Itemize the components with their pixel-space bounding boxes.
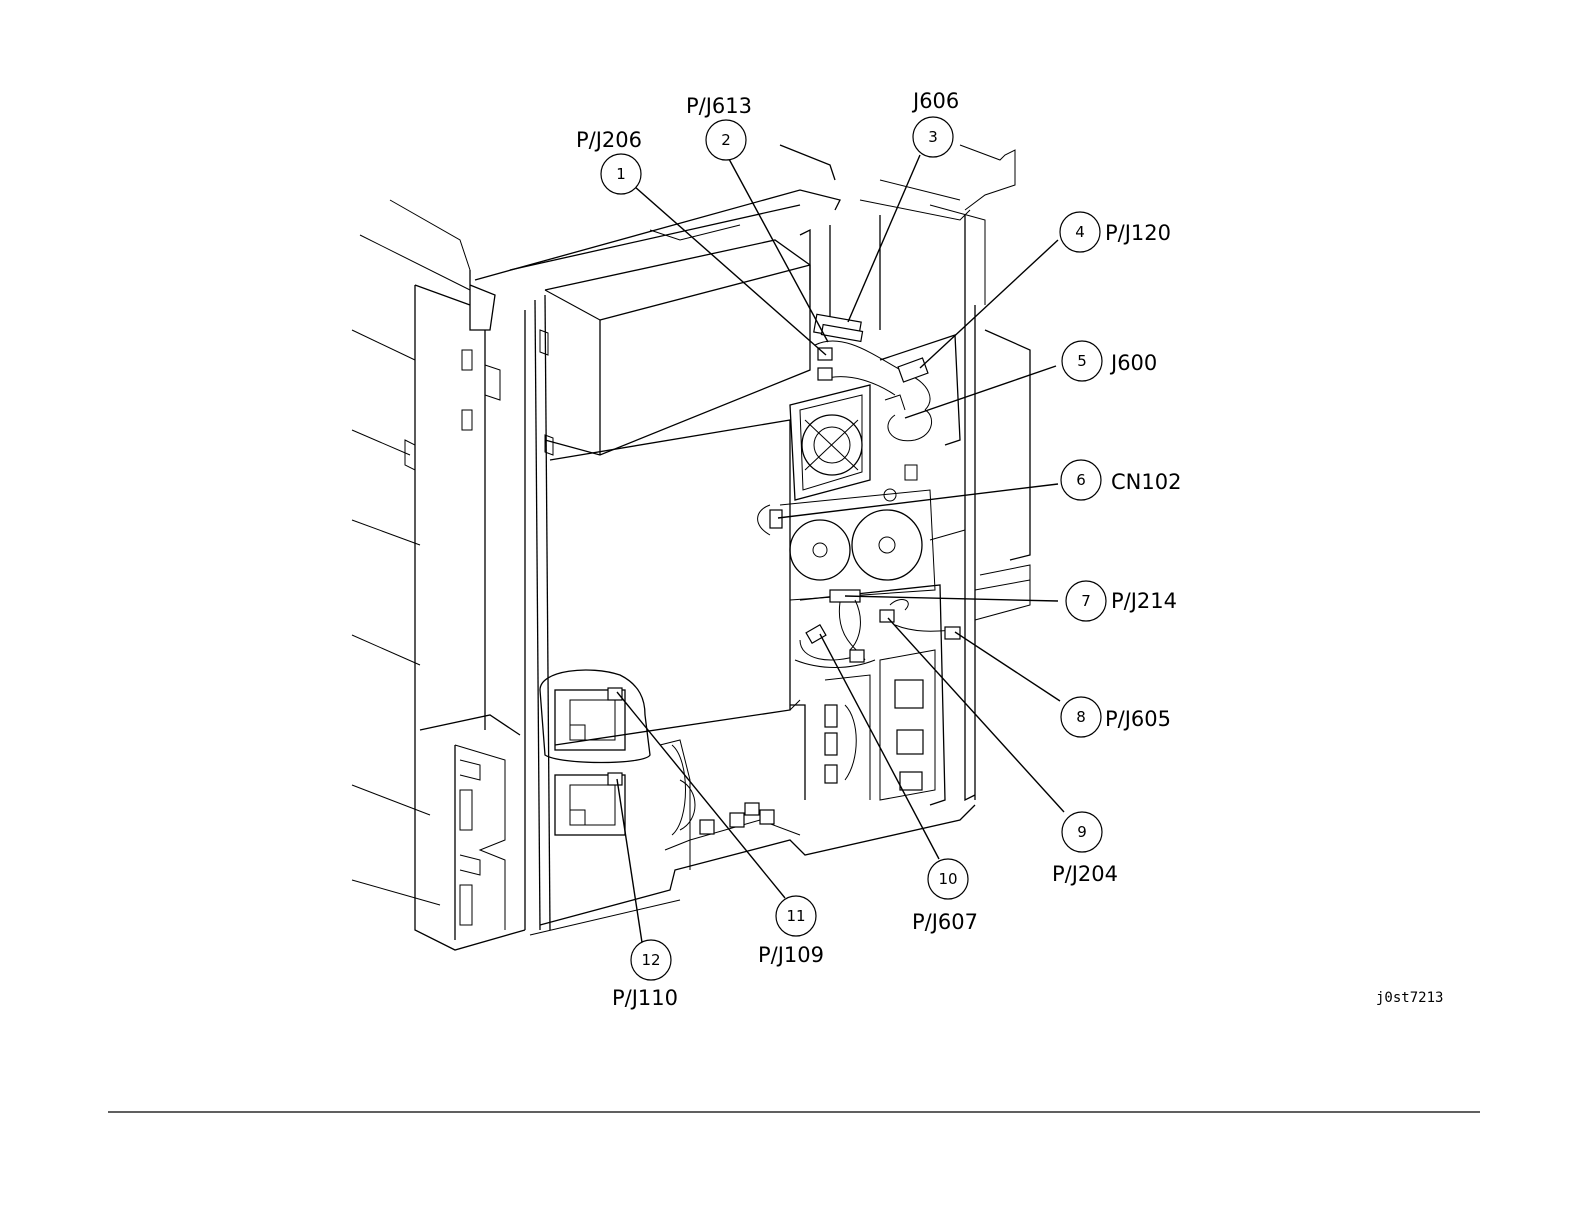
callout-number-11: 11 bbox=[786, 907, 805, 925]
callout-label-8: P/J605 bbox=[1105, 707, 1171, 731]
leader-line-12 bbox=[617, 779, 643, 949]
callout-label-9: P/J204 bbox=[1052, 862, 1118, 886]
callout-number-4: 4 bbox=[1075, 223, 1085, 241]
callout-3: 3 bbox=[913, 117, 953, 157]
callout-label-4: P/J120 bbox=[1105, 221, 1171, 245]
leader-line-4 bbox=[920, 240, 1058, 368]
callout-11: 11 bbox=[776, 896, 816, 936]
callout-4: 4 bbox=[1060, 212, 1100, 252]
callout-label-2: P/J613 bbox=[686, 94, 752, 118]
leader-lines bbox=[617, 155, 1064, 949]
callout-10: 10 bbox=[928, 859, 968, 899]
leader-line-3 bbox=[848, 155, 920, 322]
callout-number-9: 9 bbox=[1077, 823, 1087, 841]
callout-label-7: P/J214 bbox=[1111, 589, 1177, 613]
callout-label-11: P/J109 bbox=[758, 943, 824, 967]
callout-label-12: P/J110 bbox=[612, 986, 678, 1010]
callout-label-10: P/J607 bbox=[912, 910, 978, 934]
callout-1: 1 bbox=[601, 154, 641, 194]
machine-drawing bbox=[352, 145, 1030, 950]
callout-number-10: 10 bbox=[938, 870, 957, 888]
callout-7: 7 bbox=[1066, 581, 1106, 621]
callout-number-3: 3 bbox=[928, 128, 938, 146]
callout-number-7: 7 bbox=[1081, 592, 1091, 610]
figure-id: j0st7213 bbox=[1376, 990, 1443, 1006]
callout-label-1: P/J206 bbox=[576, 128, 642, 152]
callout-number-5: 5 bbox=[1077, 352, 1087, 370]
callout-2: 2 bbox=[706, 120, 746, 160]
callout-9: 9 bbox=[1062, 812, 1102, 852]
callout-12: 12 bbox=[631, 940, 671, 980]
callout-number-8: 8 bbox=[1076, 708, 1086, 726]
leader-line-8 bbox=[955, 632, 1060, 701]
callout-8: 8 bbox=[1061, 697, 1101, 737]
callout-label-3: J606 bbox=[911, 89, 959, 113]
callout-number-6: 6 bbox=[1076, 471, 1086, 489]
callout-5: 5 bbox=[1062, 341, 1102, 381]
callout-label-5: J600 bbox=[1109, 351, 1157, 375]
callout-number-12: 12 bbox=[641, 951, 660, 969]
leader-line-2 bbox=[729, 159, 828, 342]
callout-number-1: 1 bbox=[616, 165, 626, 183]
leader-line-1 bbox=[634, 186, 826, 355]
callout-number-2: 2 bbox=[721, 131, 731, 149]
leader-line-7 bbox=[845, 596, 1058, 601]
callout-label-6: CN102 bbox=[1111, 470, 1181, 494]
callout-6: 6 bbox=[1061, 460, 1101, 500]
